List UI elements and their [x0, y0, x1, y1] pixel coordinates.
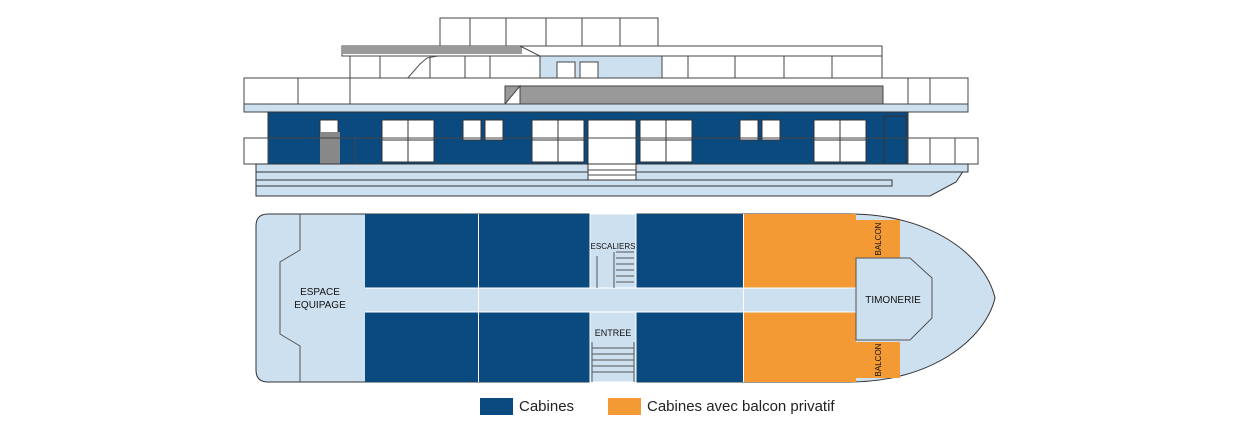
balcony-cabin — [744, 312, 856, 382]
middle-roof-hatching — [504, 85, 884, 105]
cabin — [365, 214, 478, 288]
wheelhouse-label: TIMONERIE — [865, 295, 921, 306]
cabin — [365, 312, 478, 382]
balcony-label-bottom: BALCON — [874, 343, 883, 376]
entrance-label: ENTREE — [595, 328, 632, 338]
cabin — [636, 214, 743, 288]
crew-area-outline — [279, 214, 301, 382]
crew-area-label: ESPACE — [300, 287, 340, 298]
entrance-area — [589, 311, 637, 383]
entrance-steps — [587, 163, 637, 181]
crew-area-label-2: EQUIPAGE — [294, 300, 346, 311]
cabin — [636, 312, 743, 382]
side-elevation — [243, 17, 979, 197]
cabin — [479, 214, 590, 288]
balcony-cabin-swatch — [608, 398, 641, 415]
cabin — [479, 312, 590, 382]
legend-cabins-label: Cabines — [519, 398, 575, 415]
top-deck-structure — [439, 17, 659, 47]
balcony — [856, 220, 900, 258]
stairs-label: ESCALIERS — [591, 242, 636, 251]
side-door — [883, 115, 907, 165]
legend-balcony-cabins-label: Cabines avec balcon privatif — [647, 398, 835, 415]
balcony-cabin — [744, 214, 856, 288]
balcony — [856, 342, 900, 378]
cabin-swatch — [480, 398, 513, 415]
roof-hatching-left — [342, 46, 522, 54]
legend-item-balcony-cabins: Cabines avec balcon privatif — [608, 398, 835, 415]
wheelhouse — [855, 257, 933, 341]
deck-plan: ESPACE EQUIPAGE ESCALIERS ENTREE TIMONER… — [255, 213, 996, 383]
balcony-label-top: BALCON — [874, 222, 883, 255]
legend-item-cabins: Cabines — [480, 398, 574, 415]
